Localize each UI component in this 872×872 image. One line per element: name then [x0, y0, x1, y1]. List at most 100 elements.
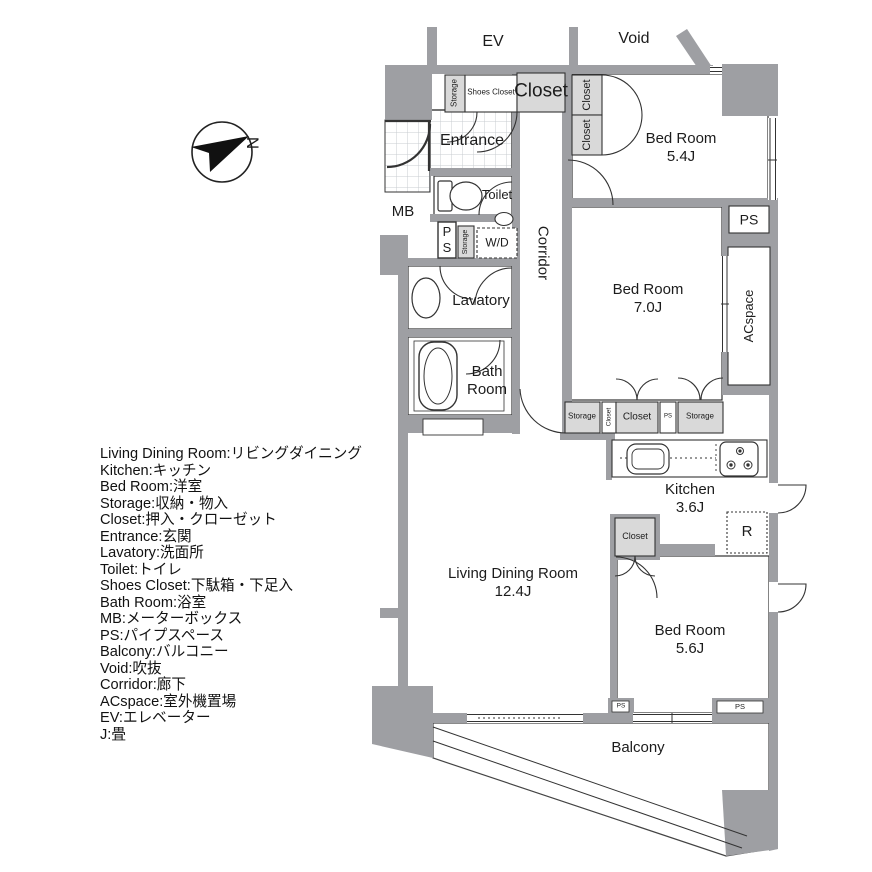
compass-icon [191, 121, 253, 183]
door-bedroom3 [615, 556, 658, 599]
label-lavatory: Lavatory [452, 291, 510, 309]
door-bedroom2-closet-b [677, 377, 724, 401]
kitchen-sink-inner [631, 448, 665, 470]
label-bedroom1-size: 5.4J [666, 147, 696, 165]
label-ldr-name: Living Dining Room [447, 564, 579, 582]
legend-item: Entrance:玄関 [100, 528, 192, 545]
cell-storage-left [564, 401, 601, 434]
label-void: Void [618, 30, 650, 48]
door-bathroom [465, 339, 501, 375]
label-ps-bottom-right: PS [734, 701, 746, 711]
cell-shoes-closet [464, 74, 518, 113]
label-closet-mid: Closet [622, 411, 652, 423]
cell-closet-mid [615, 401, 659, 434]
balcony-floor [432, 722, 770, 857]
label-bedroom3-name: Bed Room [654, 621, 726, 639]
label-closet-thin: Closet [605, 407, 613, 427]
windows [467, 66, 778, 723]
door-bedroom3-right [777, 583, 807, 613]
label-ldr-size: 12.4J [494, 582, 532, 600]
label-kitchen-name: Kitchen [664, 480, 716, 498]
room-bedroom3 [616, 555, 770, 714]
stove-icon [719, 441, 759, 477]
cell-storage-lavatory [457, 225, 475, 259]
storage-cells [422, 72, 771, 714]
legend-item: Toilet:トイレ [100, 561, 182, 578]
door-lavatory [474, 267, 513, 306]
label-ps-right: PS [739, 211, 759, 228]
legend-item: MB:メーターボックス [100, 611, 243, 627]
label-ps-bottom-small: PS [616, 702, 626, 710]
label-closet-col-bottom: Closet [580, 119, 593, 151]
label-kitchen-size: 3.6J [675, 498, 705, 516]
label-acspace: ACspace [740, 289, 756, 343]
label-bedroom1-name: Bed Room [645, 129, 717, 147]
cell-ps-thin [659, 401, 677, 434]
label-ps-lavatory: PS [442, 224, 452, 255]
door-bedroom2-closet-a [615, 378, 659, 401]
legend-item: Kitchen:キッチン [100, 462, 212, 479]
box-wd [476, 227, 518, 259]
box-fridge [726, 511, 768, 554]
room-ldr [408, 430, 610, 713]
label-storage-lavatory: Storage [462, 229, 470, 255]
label-ev: EV [482, 33, 504, 51]
balcony-railing [432, 726, 748, 849]
room-porch-tiles [384, 119, 431, 193]
room-corridor [518, 74, 564, 434]
label-balcony: Balcony [611, 738, 665, 756]
label-storage-entrance: Storage [449, 78, 459, 108]
door-ldr [519, 388, 567, 434]
label-closet-ldr: Closet [622, 531, 648, 542]
legend-item: Lavatory:洗面所 [100, 545, 204, 561]
door-shoes-closet [446, 111, 478, 143]
label-closet-col-top: Closet [580, 79, 593, 111]
door-arcs [385, 74, 807, 613]
label-storage-right: Storage [685, 411, 715, 421]
door-entrance-closet [476, 111, 518, 153]
label-mb: MB [391, 202, 415, 220]
label-toilet: Toilet [481, 186, 513, 202]
door-kitchen-right [777, 484, 807, 514]
cell-storage-right [677, 401, 724, 434]
legend-item: ACspace:室外機置場 [100, 693, 237, 710]
label-bathroom-l2: Room [466, 380, 508, 398]
door-closet-col-a [601, 74, 643, 116]
box-ps-lavatory [437, 221, 457, 259]
box-ps-right [728, 205, 770, 234]
box-ps-bottom-right [716, 700, 764, 714]
label-fridge: R [741, 522, 753, 540]
ldr-niche [422, 418, 484, 436]
legend-item: Bath Room:浴室 [100, 594, 207, 611]
legend-item: Bed Room:洋室 [100, 479, 203, 495]
toilet-bowl-icon [449, 181, 483, 211]
legend-item: Corridor:廊下 [100, 677, 186, 693]
door-bedroom1 [567, 159, 614, 206]
legend-item: Shoes Closet:下駄箱・下足入 [100, 578, 294, 594]
label-bathroom-l1: Bath [471, 362, 503, 380]
fixtures [411, 122, 768, 849]
legend-item: Living Dining Room:リビングダイニング [100, 446, 362, 462]
door-toilet [478, 181, 513, 216]
legend-item: Balcony:バルコニー [100, 644, 229, 660]
cell-closet-entrance [516, 72, 566, 113]
label-entrance: Entrance [439, 132, 505, 150]
legend-item: Storage:収納・物入 [100, 495, 229, 512]
label-wd: W/D [485, 235, 509, 250]
cell-closet-ldr [614, 517, 656, 557]
label-bedroom3-size: 5.6J [675, 639, 705, 657]
label-bedroom2-name: Bed Room [612, 280, 684, 298]
legend-item: EV:エレベーター [100, 710, 211, 726]
legend-item: Closet:押入・クローゼット [100, 512, 277, 528]
label-shoes-closet: Shoes Closet [467, 87, 515, 97]
legend-item: J:畳 [100, 726, 126, 743]
compass-north-label: N [243, 136, 262, 150]
box-ps-bottom-small [611, 700, 630, 713]
hand-basin-icon [494, 211, 514, 227]
room-bedroom2 [569, 206, 723, 401]
bathtub-inner-icon [423, 347, 453, 405]
lavatory-basin-icon [411, 277, 441, 319]
